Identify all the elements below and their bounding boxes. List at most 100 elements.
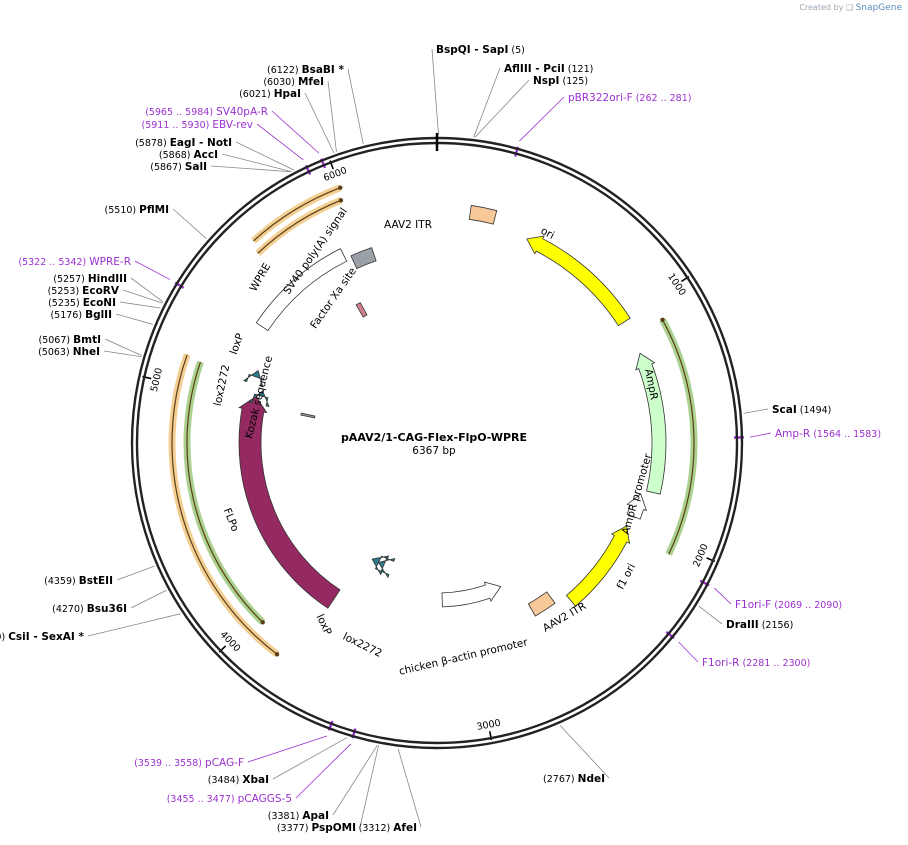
site-leader — [332, 744, 378, 816]
tick-label: 2000 — [691, 542, 711, 569]
site-leader — [743, 408, 769, 414]
site-label-draiii[interactable]: DraIII (2156) — [726, 619, 793, 631]
orf-green-left-end — [260, 620, 265, 625]
feature-lox2272[interactable] — [248, 390, 270, 408]
primer-leader — [256, 123, 304, 161]
site-leader — [221, 153, 292, 172]
site-label-nhei[interactable]: (5063) NheI — [38, 346, 100, 358]
primer-label-f1ori-r[interactable]: F1ori-R (2281 .. 2300) — [702, 657, 810, 669]
primer-leader — [271, 110, 320, 154]
primer-label-pcag-f[interactable]: (3539 .. 3558) pCAG-F — [134, 757, 244, 769]
site-leader — [347, 68, 364, 145]
feature-sv40-poly-a-signal[interactable] — [350, 247, 377, 270]
feature-chicken-actin-promoter[interactable] — [441, 581, 502, 608]
site-leader — [210, 165, 292, 173]
site-label-xbai[interactable]: (3484) XbaI — [208, 774, 269, 786]
site-label-hindiii[interactable]: (5257) HindIII — [53, 273, 127, 285]
site-leader — [122, 289, 163, 304]
site-leader — [698, 605, 723, 625]
site-leader — [397, 748, 422, 828]
site-label-mfei[interactable]: (6030) MfeI — [263, 76, 324, 88]
feature-label: AAV2 ITR — [384, 219, 432, 231]
primer-leader — [247, 735, 327, 763]
tick-label: 5000 — [149, 367, 165, 393]
site-label-bglii[interactable]: (5176) BglII — [50, 309, 112, 321]
primer-leader — [295, 743, 352, 799]
primer-label-pcaggs-5[interactable]: (3455 .. 3477) pCAGGS-5 — [167, 793, 292, 805]
feature-ampr[interactable] — [635, 352, 667, 495]
feature-label: lox2272 — [212, 364, 232, 408]
feature-kozak-sequence[interactable] — [300, 412, 316, 419]
orf-green-left-core — [186, 361, 264, 623]
site-label-eagi[interactable]: (5878) EagI - NotI — [135, 137, 232, 149]
primer-leader — [678, 641, 699, 663]
tick-label: 3000 — [476, 718, 502, 733]
site-label-pspomi[interactable]: (3377) PspOMI — [277, 822, 356, 834]
site-leader — [130, 589, 167, 609]
primer-label-pbr322ori-f[interactable]: pBR322ori-F (262 .. 281) — [568, 92, 691, 104]
site-label-sali[interactable]: (5867) SalI — [150, 161, 207, 173]
primer-label-f1ori-f[interactable]: F1ori-F (2069 .. 2090) — [735, 599, 842, 611]
feature-factor-xa-site[interactable] — [355, 302, 368, 318]
orf-orange-left-outer-core — [171, 354, 278, 655]
site-label-scai[interactable]: ScaI (1494) — [772, 404, 831, 416]
watermark-prefix: Created by — [799, 3, 844, 12]
site-labels: BspQI - SapI (5) AflIII - PciI (121)NspI … — [0, 44, 831, 834]
site-leader — [359, 745, 379, 828]
feature-wpre[interactable] — [255, 248, 348, 332]
orf-orange-top-outer-core — [253, 187, 341, 242]
primer-leader-lines — [134, 96, 772, 799]
feature-label: f1 ori — [615, 562, 638, 592]
feature-ori[interactable] — [526, 235, 631, 327]
feature-label: AmpR promoter — [620, 452, 655, 536]
plasmid-size: 6367 bp — [412, 445, 456, 457]
site-label-acci[interactable]: (5868) AccI — [159, 149, 218, 161]
feature-arrows — [238, 205, 667, 617]
site-leader — [119, 301, 161, 309]
primer-label-sv40pa-r[interactable]: (5965 .. 5984) SV40pA-R — [145, 106, 268, 118]
orf-orange-left-outer-end — [274, 652, 280, 657]
feature-aav2-itr[interactable] — [468, 205, 498, 225]
site-label-bsabi[interactable]: (6122) BsaBI * — [267, 64, 345, 76]
site-label-bsteii[interactable]: (4359) BstEII — [44, 575, 113, 587]
site-label-csii[interactable]: (4180) CsiI - SexAI * — [0, 631, 84, 643]
feature-label: loxP — [314, 612, 334, 637]
site-label-bmti[interactable]: (5067) BmtI — [39, 334, 101, 346]
site-label-apai[interactable]: (3381) ApaI — [268, 810, 329, 822]
site-label-nspi[interactable]: NspI (125) — [533, 75, 588, 87]
feature-ampr-promoter[interactable] — [626, 493, 648, 520]
site-leader — [172, 208, 207, 240]
site-label-bsu36i[interactable]: (4270) Bsu36I — [52, 603, 127, 615]
feature-aav2-itr[interactable] — [527, 591, 556, 617]
primer-leader — [134, 260, 171, 280]
site-label-ecorv[interactable]: (5253) EcoRV — [48, 285, 120, 297]
orf-orange-top-inner-end — [338, 198, 344, 203]
primer-label-wpre-r[interactable]: (5322 .. 5342) WPRE-R — [18, 256, 131, 268]
site-label-econi[interactable]: (5235) EcoNI — [48, 297, 116, 309]
primer-leader — [519, 96, 565, 142]
site-label-hpai[interactable]: (6021) HpaI — [239, 88, 301, 100]
site-label-afliii[interactable]: AflIII - PciI (121) — [504, 63, 593, 75]
primer-label-ebv-rev[interactable]: (5911 .. 5930) EBV-rev — [141, 119, 253, 131]
site-leader — [304, 92, 335, 153]
site-label-bspqi[interactable]: BspQI - SapI (5) — [436, 44, 525, 56]
site-leader — [116, 565, 155, 581]
site-label-ndei[interactable]: (2767) NdeI — [543, 773, 605, 785]
feature-label: AmpR — [642, 368, 660, 401]
orf-green-right-end — [660, 317, 665, 322]
orf-arcs — [168, 184, 698, 658]
feature-lox2272[interactable] — [377, 557, 396, 579]
site-leader — [103, 350, 142, 358]
site-leader — [87, 613, 181, 637]
site-label-afei[interactable]: (3312) AfeI — [359, 822, 417, 834]
site-label-pflmi[interactable]: (5510) PflMI — [105, 204, 169, 216]
watermark-brand: SnapGene — [855, 3, 902, 13]
feature-loxp[interactable] — [242, 369, 264, 388]
primer-leader — [749, 432, 772, 438]
feature-f1-ori[interactable] — [565, 525, 630, 607]
primer-label-amp-r[interactable]: Amp-R (1564 .. 1583) — [775, 428, 881, 440]
feature-loxp[interactable] — [371, 555, 390, 576]
orf-orange-top-inner-core — [257, 199, 342, 254]
site-leader — [104, 338, 142, 356]
